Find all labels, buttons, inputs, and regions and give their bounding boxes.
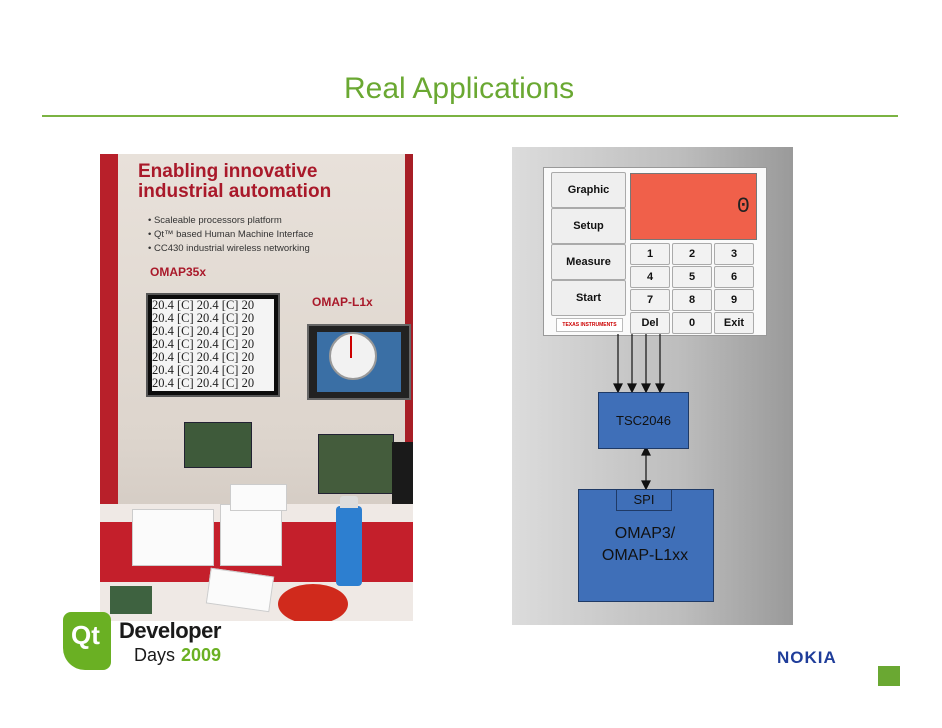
spi-box: SPI [616,489,672,511]
qt-mark: Qt [71,620,100,650]
title-divider [42,115,898,117]
omap35-label: OMAP35x [150,265,207,279]
booth-bullet: Scaleable processors platform [148,214,313,228]
booth-bullet: Qt™ based Human Machine Interface [148,228,313,242]
monitor-line: 20.4 [C] 20.4 [C] 20 [152,350,255,364]
key-del[interactable]: Del [630,312,670,334]
booth-photo: Enabling innovative industrial automatio… [100,154,413,621]
event-year: 2009 [181,645,222,665]
omapl1-label: OMAP-L1x [312,295,373,309]
booth-bullets: Scaleable processors platform Qt™ based … [148,214,313,256]
monitor-line: 20.4 [C] 20.4 [C] 20 [152,299,255,312]
monitor-line: 20.4 [C] 20.4 [C] 20 [152,363,255,377]
slide-title: Real Applications [344,72,575,105]
monitor-line: 20.4 [C] 20.4 [C] 20 [152,337,255,351]
monitor-line: 20.4 [C] 20.4 [C] 20 [152,376,255,390]
green-square-icon [878,666,900,686]
tsc2046-box: TSC2046 [598,392,689,449]
key-exit[interactable]: Exit [714,312,754,334]
red-mat [278,584,348,621]
brochure [132,509,214,566]
display-screen: 0 [630,173,757,240]
dev-board [318,434,394,494]
dev-board [110,586,152,614]
spray-can [336,496,362,586]
brochure [230,484,287,511]
key-5[interactable]: 5 [672,266,712,288]
key-8[interactable]: 8 [672,289,712,311]
event-name: Developer [119,618,221,643]
key-9[interactable]: 9 [714,289,754,311]
key-3[interactable]: 3 [714,243,754,265]
monitor-right [307,324,411,400]
monitor-left-screen: 20.4 [C] 20.4 [C] 20 20.4 [C] 20.4 [C] 2… [152,299,274,391]
event-days: Days [134,645,176,665]
monitor-left: 20.4 [C] 20.4 [C] 20 20.4 [C] 20.4 [C] 2… [146,293,280,397]
graphic-button[interactable]: Graphic [551,172,626,208]
key-4[interactable]: 4 [630,266,670,288]
brochure [220,504,282,566]
key-7[interactable]: 7 [630,289,670,311]
key-6[interactable]: 6 [714,266,754,288]
monitor-line: 20.4 [C] 20.4 [C] 20 [152,324,255,338]
display-value: 0 [736,194,750,219]
booth-bullet: CC430 industrial wireless networking [148,242,313,256]
omap-label-line1: OMAP3/ [614,525,676,542]
dev-board [184,422,252,468]
ti-logo: TEXAS INSTRUMENTS [556,318,623,332]
booth-banner: Enabling innovative industrial automatio… [138,161,332,202]
gauge-icon [329,332,377,380]
key-2[interactable]: 2 [672,243,712,265]
key-1[interactable]: 1 [630,243,670,265]
key-0[interactable]: 0 [672,312,712,334]
start-button[interactable]: Start [551,280,626,316]
setup-button[interactable]: Setup [551,208,626,244]
omap-label-line2: OMAP-L1xx [601,547,689,564]
gauge-needle [350,336,352,358]
measure-button[interactable]: Measure [551,244,626,280]
monitor-line: 20.4 [C] 20.4 [C] 20 [152,311,255,325]
nokia-logo: NOKIA [777,648,837,667]
omap-label: OMAP3/ OMAP-L1xx [578,523,712,567]
qt-logo-icon: Qt [63,612,111,670]
